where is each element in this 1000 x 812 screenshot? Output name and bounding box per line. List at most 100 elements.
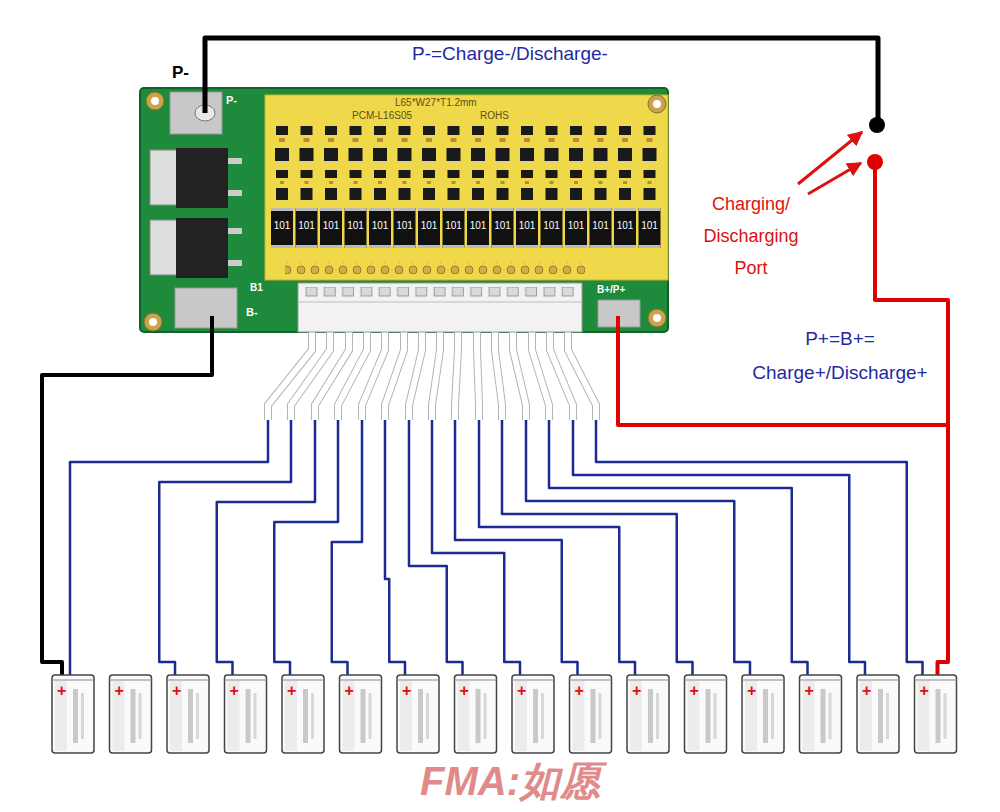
mounting-hole xyxy=(146,92,164,110)
polarity-mark: + xyxy=(575,681,584,700)
component-column xyxy=(296,126,318,248)
battery-cell: + xyxy=(397,675,439,753)
resistor-code: 101 xyxy=(443,220,465,232)
battery-cell: + xyxy=(512,675,554,753)
polarity-mark: + xyxy=(632,681,641,700)
component-column xyxy=(516,126,538,248)
battery-cell: + xyxy=(110,675,152,753)
connector-edge xyxy=(298,302,582,303)
polarity-mark: + xyxy=(345,681,354,700)
balance-wire xyxy=(70,332,312,675)
definition-note: P-=Charge-/Discharge- xyxy=(412,43,608,66)
balance-wire xyxy=(568,332,923,675)
watermark: FMA:如愿 xyxy=(420,757,600,805)
component-column xyxy=(345,126,367,248)
port-terminal xyxy=(867,154,883,170)
callout-arrow xyxy=(808,163,861,194)
cell-figure xyxy=(742,675,784,753)
cell-figure xyxy=(282,675,324,753)
pcb-board: P-B-B+/P+L65*W27*T1.2mmPCM-L16S05ROHSB1 xyxy=(140,88,668,332)
cell-figure xyxy=(570,675,612,753)
mosfet-leg xyxy=(228,260,242,266)
board-marking: L65*W27*T1.2mm xyxy=(395,97,477,109)
polarity-mark: + xyxy=(517,681,526,700)
battery-cell: + xyxy=(225,675,267,753)
cell-figure xyxy=(110,675,152,753)
component-column xyxy=(271,126,293,248)
polarity-mark: + xyxy=(920,681,929,700)
component-column xyxy=(614,126,636,248)
resistor-code: 101 xyxy=(614,220,636,232)
resistor-code: 101 xyxy=(492,220,514,232)
balance-wire xyxy=(513,332,750,675)
pad-marking: B+/P+ xyxy=(597,284,625,296)
p-plus-wire xyxy=(875,168,948,427)
port-callout: Charging/ Discharging Port xyxy=(690,188,812,284)
polarity-mark: + xyxy=(57,681,66,700)
b-minus-pad xyxy=(175,288,237,328)
pad-marking: P- xyxy=(226,94,237,107)
cell-figure xyxy=(397,675,439,753)
battery-cell: + xyxy=(167,675,209,753)
cell-figure xyxy=(685,675,727,753)
resistor-code: 101 xyxy=(369,220,391,232)
component-column xyxy=(541,126,563,248)
resistor-code: 101 xyxy=(394,220,416,232)
battery-cell: + xyxy=(52,675,94,753)
polarity-mark: + xyxy=(115,681,124,700)
polarity-mark: + xyxy=(172,681,181,700)
p-minus-pad xyxy=(170,92,222,134)
resistor-code: 101 xyxy=(565,220,587,232)
mosfet-tab xyxy=(150,220,178,275)
battery-cell: + xyxy=(570,675,612,753)
battery-cell: + xyxy=(915,675,957,753)
ribbon-wire xyxy=(268,330,596,420)
cell-figure xyxy=(340,675,382,753)
mosfet-symbol xyxy=(176,148,228,208)
mosfet-leg xyxy=(228,228,242,234)
p-minus-wire xyxy=(205,38,878,118)
component-column xyxy=(320,126,342,248)
polarity-mark: + xyxy=(402,681,411,700)
balance-wire xyxy=(550,332,865,675)
polarity-mark: + xyxy=(747,681,756,700)
cell-figure xyxy=(455,675,497,753)
resistor-code: 101 xyxy=(541,220,563,232)
component-column xyxy=(639,126,661,248)
mounting-hole-center xyxy=(653,100,661,108)
resistor-code: 101 xyxy=(418,220,440,232)
mounting-hole xyxy=(648,309,666,327)
mounting-hole-center xyxy=(151,97,159,105)
mounting-hole-center xyxy=(149,318,157,326)
gold-pad-row xyxy=(285,262,585,274)
cell-figure xyxy=(857,675,899,753)
component-column xyxy=(443,126,465,248)
component-column xyxy=(369,126,391,248)
pcb-board xyxy=(140,88,668,332)
cell-figure xyxy=(225,675,267,753)
polarity-mark: + xyxy=(287,681,296,700)
battery-cell: + xyxy=(455,675,497,753)
balance-connector xyxy=(298,283,582,332)
ribbon-wire-outline xyxy=(268,330,596,420)
mounting-hole-center xyxy=(653,314,661,322)
polarity-mark: + xyxy=(805,681,814,700)
polarity-mark: + xyxy=(460,681,469,700)
battery-cell: + xyxy=(282,675,324,753)
polarity-mark: + xyxy=(690,681,699,700)
cell-figure xyxy=(512,675,554,753)
mounting-hole xyxy=(144,313,162,331)
mosfet-leg xyxy=(228,190,242,196)
resistor-code: 101 xyxy=(320,220,342,232)
mosfet-leg xyxy=(228,158,242,164)
reference-designator: B1 xyxy=(250,282,263,294)
battery-cell: + xyxy=(340,675,382,753)
component-column xyxy=(565,126,587,248)
board-marking: ROHS xyxy=(480,110,509,122)
cell-figure xyxy=(167,675,209,753)
resistor-code: 101 xyxy=(296,220,318,232)
polarity-mark: + xyxy=(862,681,871,700)
